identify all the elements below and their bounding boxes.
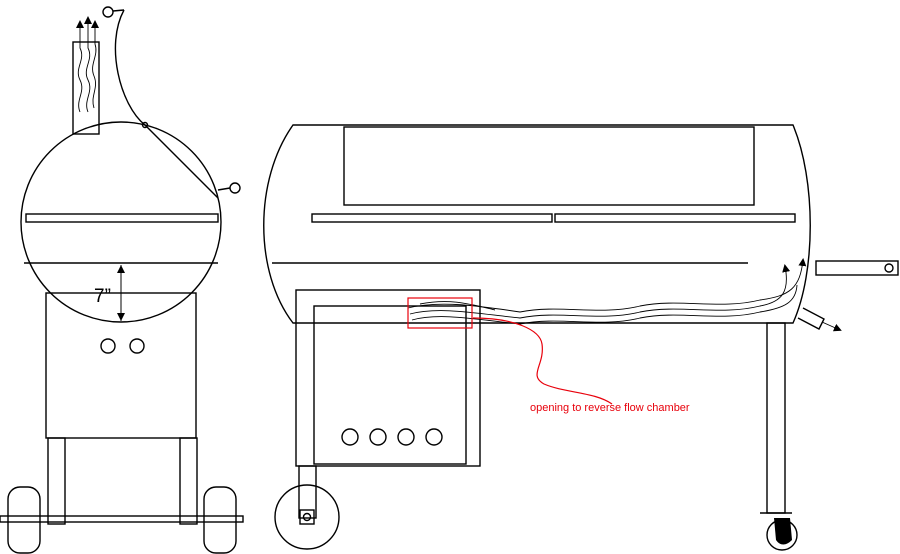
end-view-chimney-smoke (76, 16, 99, 113)
annotation-leader-line (472, 317, 613, 405)
end-view-firebox (45, 292, 197, 439)
side-view-firebox-vents (341, 428, 443, 446)
side-view-firebox (295, 289, 481, 467)
end-view: 7” (0, 6, 244, 554)
lid-handle-open-knob (102, 6, 114, 18)
side-view-barrel (263, 124, 811, 324)
end-view-leg-left (47, 437, 66, 525)
end-view-chimney (72, 41, 100, 135)
side-view-smoke-flow (407, 258, 807, 325)
side-view-grate-left (311, 213, 553, 223)
side-view-exhaust-pipe (797, 307, 825, 330)
end-view-vent-right (129, 338, 145, 354)
end-view-leg-right (179, 437, 198, 525)
reverse-flow-annotation: opening to reverse flow chamber (407, 297, 690, 414)
firebox-vent-2 (369, 428, 387, 446)
side-view-handle-bolt (884, 263, 894, 273)
caster-bracket (774, 518, 792, 545)
end-view-wheel-left (7, 486, 41, 554)
side-view-leg-right (766, 322, 786, 514)
side-view-leg-left (298, 465, 317, 519)
firebox-vent-3 (397, 428, 415, 446)
side-view-wheel-hub (299, 509, 315, 525)
side-view-wheel (274, 484, 340, 550)
end-view-cylinder (20, 121, 222, 323)
end-view-lid-swing-arc (114, 9, 146, 126)
firebox-vent-4 (425, 428, 443, 446)
side-view-firebox-inner (313, 305, 467, 465)
dimension-label: 7” (94, 286, 111, 307)
end-view-vent-left (100, 338, 116, 354)
end-view-axle (0, 515, 244, 523)
lid-handle-closed-knob (229, 182, 241, 194)
side-view-grate-right (554, 213, 796, 223)
side-view (263, 124, 899, 551)
annotation-highlight-box (407, 297, 473, 329)
firebox-vent-1 (341, 428, 359, 446)
side-view-lid-window (343, 126, 755, 206)
annotation-label: opening to reverse flow chamber (530, 402, 690, 414)
end-view-lid-edge (144, 124, 219, 199)
side-view-handle (815, 260, 899, 276)
end-view-wheel-right (203, 486, 237, 554)
end-view-grate (25, 213, 219, 223)
